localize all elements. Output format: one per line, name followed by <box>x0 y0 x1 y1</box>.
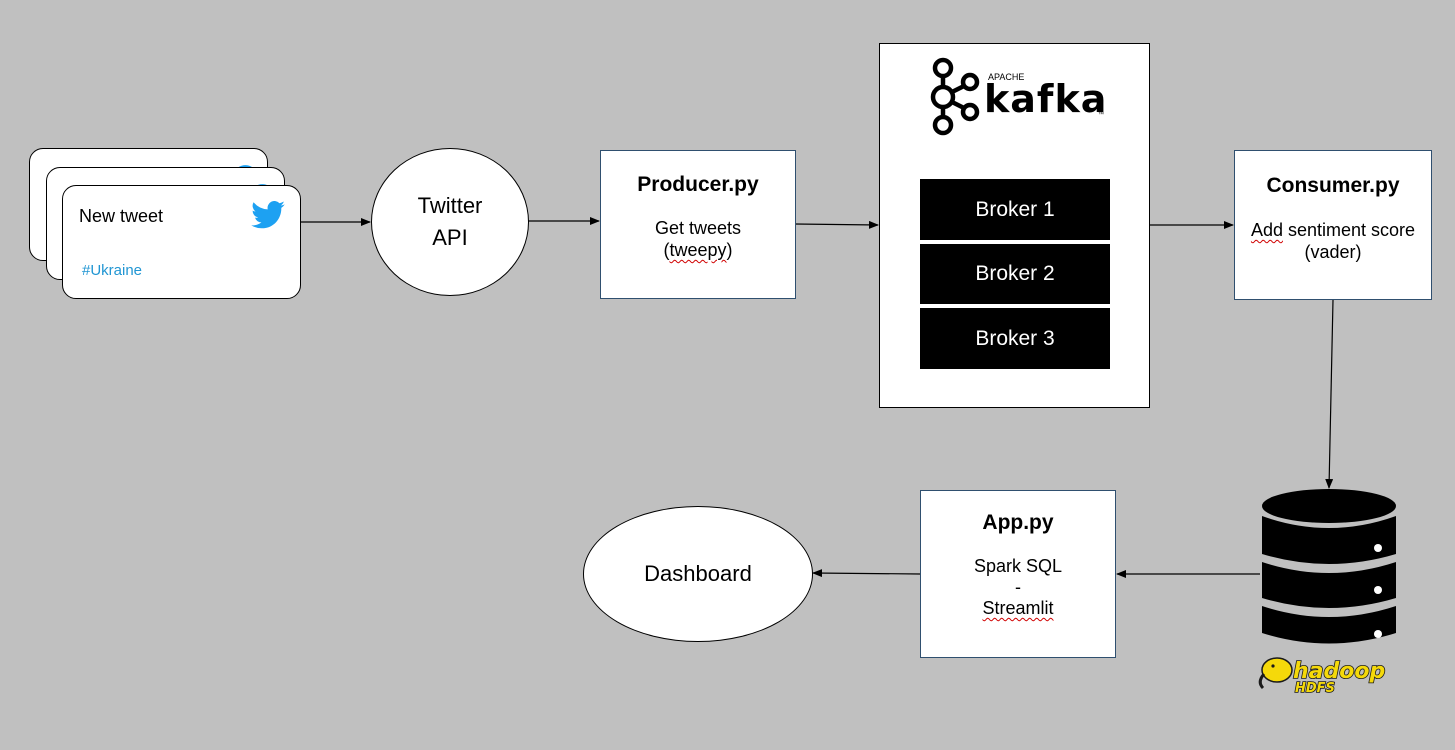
app-line3: Streamlit <box>982 598 1054 618</box>
kafka-logo-icon <box>930 57 980 136</box>
hadoop-wordmark: hadoop <box>1293 659 1385 684</box>
hdfs-database: hadoop HDFS <box>1258 489 1396 693</box>
hadoop-logo: hadoop HDFS <box>1258 657 1386 693</box>
consumer-line1-rest: sentiment score <box>1282 220 1416 240</box>
tweet-card-front: New tweet #Ukraine <box>62 185 301 299</box>
kafka-apache-text: APACHE <box>988 72 1024 82</box>
kafka-tm: ™ <box>1098 111 1104 118</box>
producer-line2: (tweepy) <box>601 240 795 261</box>
database-icon <box>1262 489 1396 644</box>
app-title: App.py <box>982 511 1054 534</box>
consumer-box: Consumer.py Add sentiment score (vader) <box>1234 150 1432 300</box>
arrow-app-to-dashboard <box>812 569 921 578</box>
hashtag-text: #Ukraine <box>82 262 143 279</box>
kafka-wordmark: kafka <box>984 77 1107 121</box>
producer-box: Producer.py Get tweets (tweepy) <box>600 150 796 299</box>
consumer-line2: (vader) <box>1304 242 1362 262</box>
producer-line2-prefix: ( <box>663 240 670 260</box>
app-line1: Spark SQL <box>973 556 1063 576</box>
arrow-consumer-to-hdfs <box>1325 299 1334 489</box>
twitter-api-line2: API <box>432 225 468 250</box>
consumer-line1-word: Add <box>1250 220 1283 240</box>
hadoop-elephant-icon <box>1258 657 1293 690</box>
twitter-api-node: Twitter API <box>371 148 529 296</box>
tweet-label: New tweet <box>79 206 164 226</box>
dashboard-label: Dashboard <box>644 561 752 586</box>
consumer-line1: Add sentiment score <box>1235 220 1431 241</box>
dashboard-node: Dashboard <box>583 506 813 642</box>
broker-2: Broker 2 <box>920 244 1110 304</box>
broker-1: Broker 1 <box>920 179 1110 240</box>
producer-line2-suffix: ) <box>726 240 733 260</box>
app-box: App.py Spark SQL - Streamlit <box>920 490 1116 658</box>
twitter-api-line1: Twitter <box>417 193 483 218</box>
app-line2: - <box>1015 577 1021 597</box>
kafka-panel: APACHE kafka ™ Broker 1 Broker 2 Broker … <box>879 43 1150 408</box>
producer-title: Producer.py <box>637 173 759 196</box>
producer-lib: tweepy <box>669 240 727 260</box>
consumer-title: Consumer.py <box>1266 174 1400 197</box>
twitter-bird-icon <box>251 201 285 229</box>
app-line3-wrap: Streamlit <box>921 598 1115 619</box>
arrow-producer-to-kafka <box>794 220 879 229</box>
hdfs-text: HDFS <box>1295 681 1335 693</box>
producer-line1: Get tweets <box>654 218 742 238</box>
broker-3: Broker 3 <box>920 308 1110 369</box>
kafka-logo: APACHE kafka ™ <box>930 57 1107 136</box>
